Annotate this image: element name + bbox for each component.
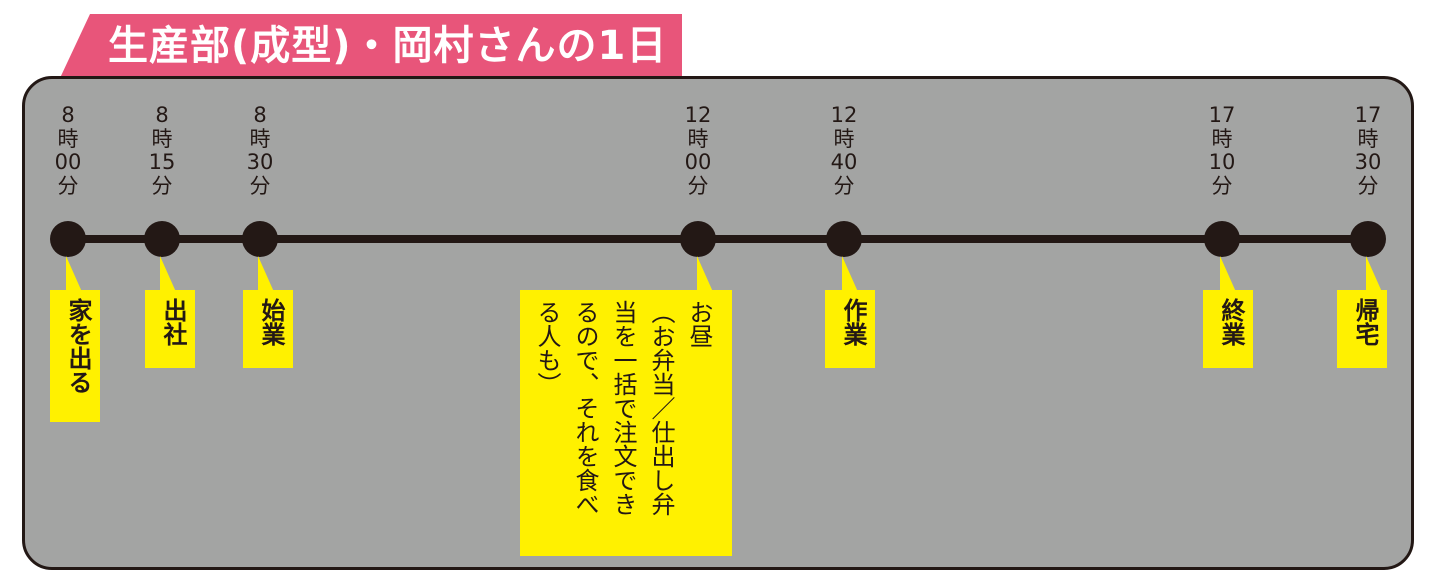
event-box-arrive-office: 出社 [145, 290, 195, 368]
event-box-end-work: 終業 [1203, 290, 1253, 368]
timeline-dot-1240 [826, 221, 862, 257]
page-title: 生産部(成型)・岡村さんの1日 [60, 14, 682, 78]
timeline-dot-1710 [1204, 221, 1240, 257]
event-box-start-work: 始業 [243, 290, 293, 368]
event-box-leave-home: 家を出る [50, 290, 100, 422]
timeline-dot-1200 [680, 221, 716, 257]
timeline-line [70, 235, 1370, 243]
timeline-dot-1730 [1350, 221, 1386, 257]
timeline-dot-0815 [144, 221, 180, 257]
timeline-dot-0830 [242, 221, 278, 257]
event-box-lunch: お昼 （お弁当／仕出し弁 当を一括で注文でき るので、それを食べ る人も） [520, 290, 732, 556]
timeline-dot-0800 [50, 221, 86, 257]
event-box-go-home: 帰宅 [1337, 290, 1387, 368]
event-box-work: 作業 [825, 290, 875, 368]
